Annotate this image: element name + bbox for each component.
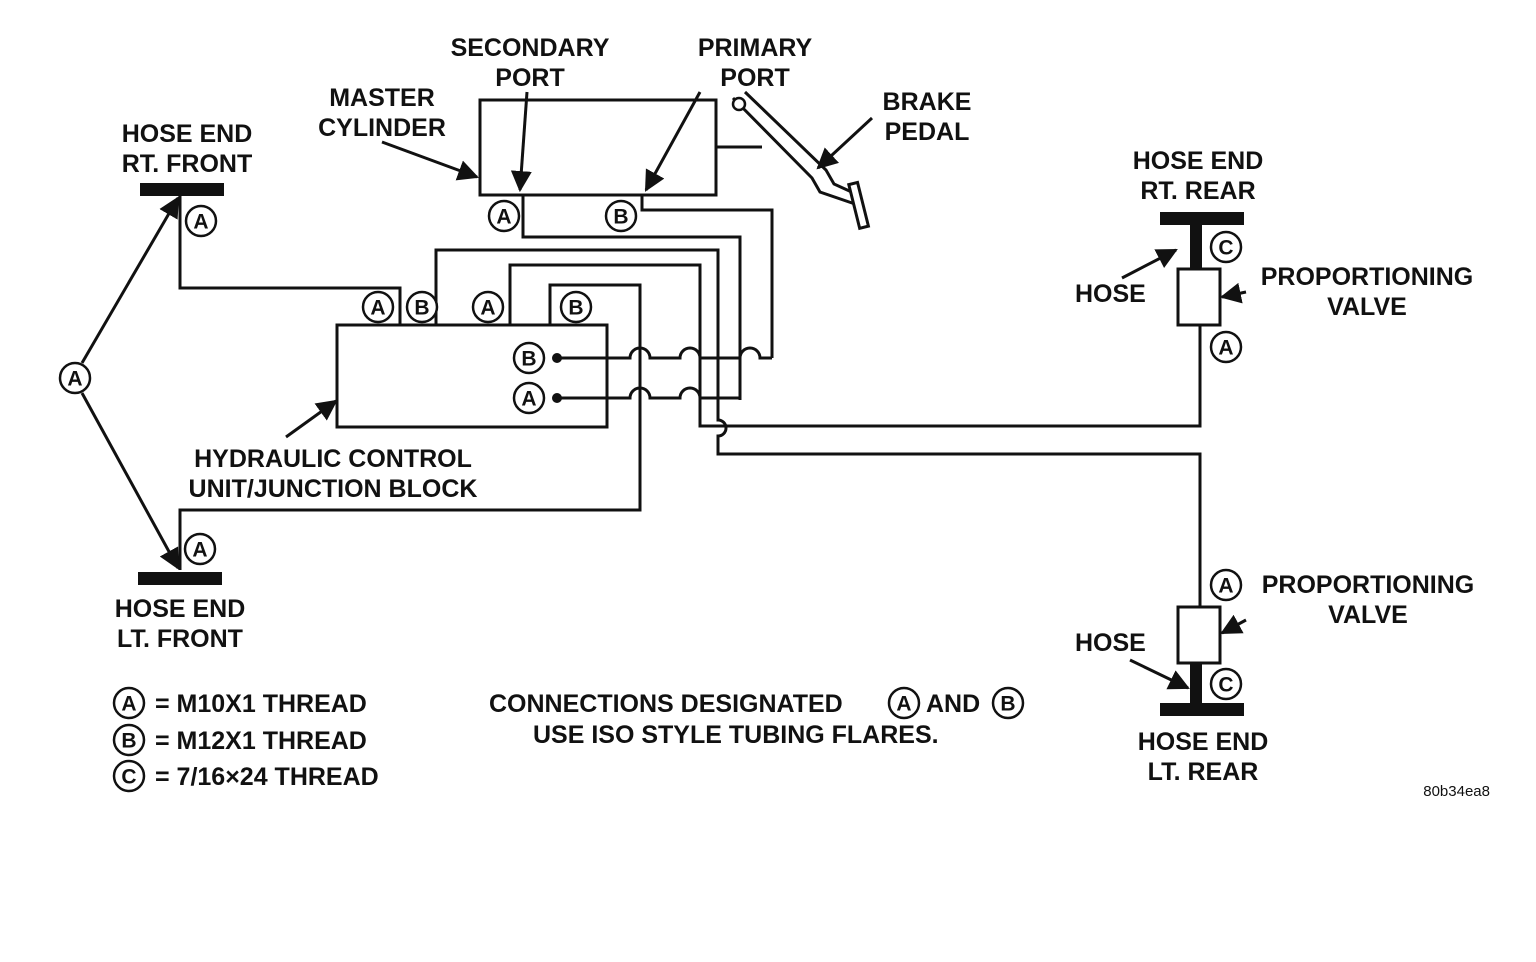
hose-end-rt-rear-bar bbox=[1160, 212, 1244, 225]
hose-lt-label: HOSE bbox=[1075, 629, 1146, 657]
svg-text:B: B bbox=[121, 730, 136, 753]
svg-text:= 7/16×24 THREAD: = 7/16×24 THREAD bbox=[155, 763, 379, 791]
legend: A = M10X1 THREAD B = M12X1 THREAD C = 7/… bbox=[112, 686, 379, 793]
callout-mc-a: A bbox=[487, 199, 521, 233]
brake-pedal bbox=[731, 90, 871, 231]
svg-text:B: B bbox=[613, 206, 628, 229]
svg-text:A: A bbox=[1218, 337, 1233, 360]
legend-item: B = M12X1 THREAD bbox=[112, 723, 367, 757]
hose-end-lt-rear-bar bbox=[1160, 703, 1244, 716]
callout-hcu-top-a1: A bbox=[361, 290, 395, 324]
svg-text:A: A bbox=[370, 297, 385, 320]
tubing-note: CONNECTIONS DESIGNATED A AND B USE ISO S… bbox=[489, 686, 1025, 749]
figure-code: 80b34ea8 bbox=[1423, 783, 1490, 800]
brake-tubes bbox=[178, 195, 1202, 608]
svg-text:= M12X1 THREAD: = M12X1 THREAD bbox=[155, 727, 367, 755]
callout-rt-rear-c: C bbox=[1209, 230, 1243, 264]
callout-hcu-side-b: B bbox=[512, 341, 546, 375]
svg-text:A: A bbox=[192, 539, 207, 562]
svg-text:A: A bbox=[480, 297, 495, 320]
svg-text:AND: AND bbox=[926, 690, 980, 718]
legend-item: A = M10X1 THREAD bbox=[112, 686, 367, 720]
svg-text:A: A bbox=[496, 206, 511, 229]
hydraulic-control-unit-body bbox=[335, 323, 609, 429]
svg-text:= M10X1 THREAD: = M10X1 THREAD bbox=[155, 690, 367, 718]
callout-mc-b: B bbox=[604, 199, 638, 233]
svg-text:C: C bbox=[1218, 237, 1233, 260]
callout-lt-rear-c: C bbox=[1209, 667, 1243, 701]
callout-lt-rear-a: A bbox=[1209, 568, 1243, 602]
svg-text:A: A bbox=[121, 693, 136, 716]
callout-hcu-top-b2: B bbox=[559, 290, 593, 324]
proportioning-valve-rt bbox=[1176, 267, 1222, 327]
svg-text:C: C bbox=[1218, 674, 1233, 697]
svg-text:B: B bbox=[414, 297, 429, 320]
svg-text:A: A bbox=[896, 693, 911, 716]
proportioning-valve-lt bbox=[1176, 605, 1222, 665]
svg-text:B: B bbox=[1000, 693, 1015, 716]
svg-text:B: B bbox=[568, 297, 583, 320]
svg-text:A: A bbox=[193, 211, 208, 234]
svg-text:A: A bbox=[1218, 575, 1233, 598]
callout-rt-front: A bbox=[184, 204, 218, 238]
leader-arrows bbox=[80, 91, 1247, 690]
svg-text:USE ISO STYLE TUBING FLARES.: USE ISO STYLE TUBING FLARES. bbox=[533, 721, 939, 749]
svg-text:A: A bbox=[521, 388, 536, 411]
callout-hcu-top-a2: A bbox=[471, 290, 505, 324]
svg-text:C: C bbox=[121, 766, 136, 789]
hose-end-rt-front-bar bbox=[140, 183, 224, 196]
callout-hcu-side-a: A bbox=[512, 381, 546, 415]
legend-item: C = 7/16×24 THREAD bbox=[112, 759, 379, 793]
callout-rt-rear-a: A bbox=[1209, 330, 1243, 364]
callout-hcu-top-b1: B bbox=[405, 290, 439, 324]
callout-lt-front: A bbox=[183, 532, 217, 566]
svg-text:CONNECTIONS DESIGNATED: CONNECTIONS DESIGNATED bbox=[489, 690, 843, 718]
callout-left-common: A bbox=[58, 361, 92, 395]
svg-text:B: B bbox=[521, 348, 536, 371]
svg-text:A: A bbox=[67, 368, 82, 391]
hose-rt-label: HOSE bbox=[1075, 280, 1146, 308]
hose-end-lt-front-bar bbox=[138, 572, 222, 585]
master-cylinder-body bbox=[478, 98, 718, 197]
